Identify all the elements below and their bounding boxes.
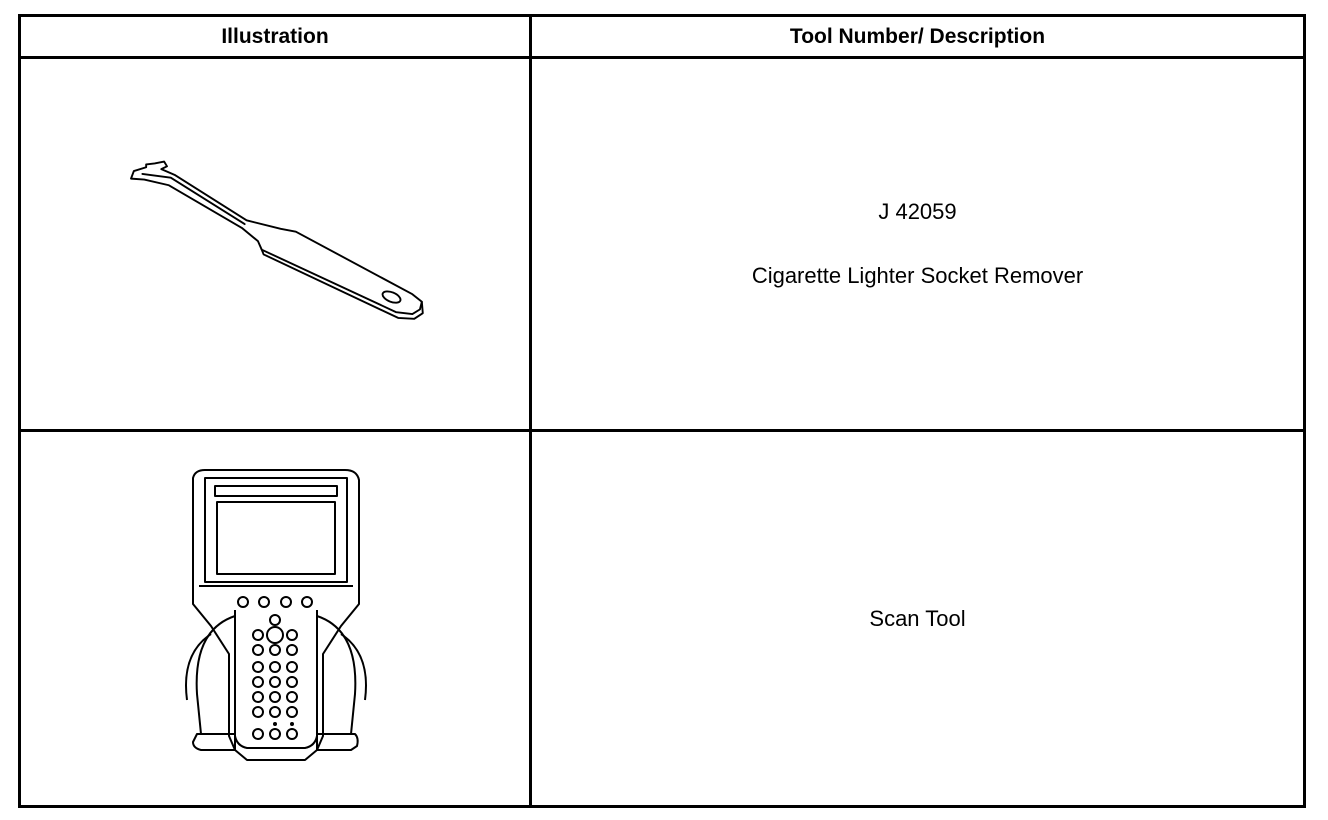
table-header-row: Illustration Tool Number/ Description (21, 17, 1303, 59)
lighter-socket-remover-icon (130, 160, 424, 320)
table-row: Scan Tool (21, 432, 1303, 805)
illustration-cell (21, 59, 532, 432)
tool-number: J 42059 (878, 199, 957, 224)
illustration-cell (21, 432, 532, 805)
description-cell: J 42059 Cigarette Lighter Socket Remover (532, 59, 1303, 432)
tool-description: Scan Tool (869, 605, 966, 631)
description-cell: Scan Tool (532, 432, 1303, 805)
tool-description: Cigarette Lighter Socket Remover (751, 263, 1084, 288)
header-illustration: Illustration (21, 17, 532, 59)
table-row: J 42059 Cigarette Lighter Socket Remover (21, 59, 1303, 432)
header-tool-number-description: Tool Number/ Description (532, 17, 1303, 59)
scan-tool-icon (185, 468, 367, 761)
special-tools-table: Illustration Tool Number/ Description (18, 14, 1306, 808)
